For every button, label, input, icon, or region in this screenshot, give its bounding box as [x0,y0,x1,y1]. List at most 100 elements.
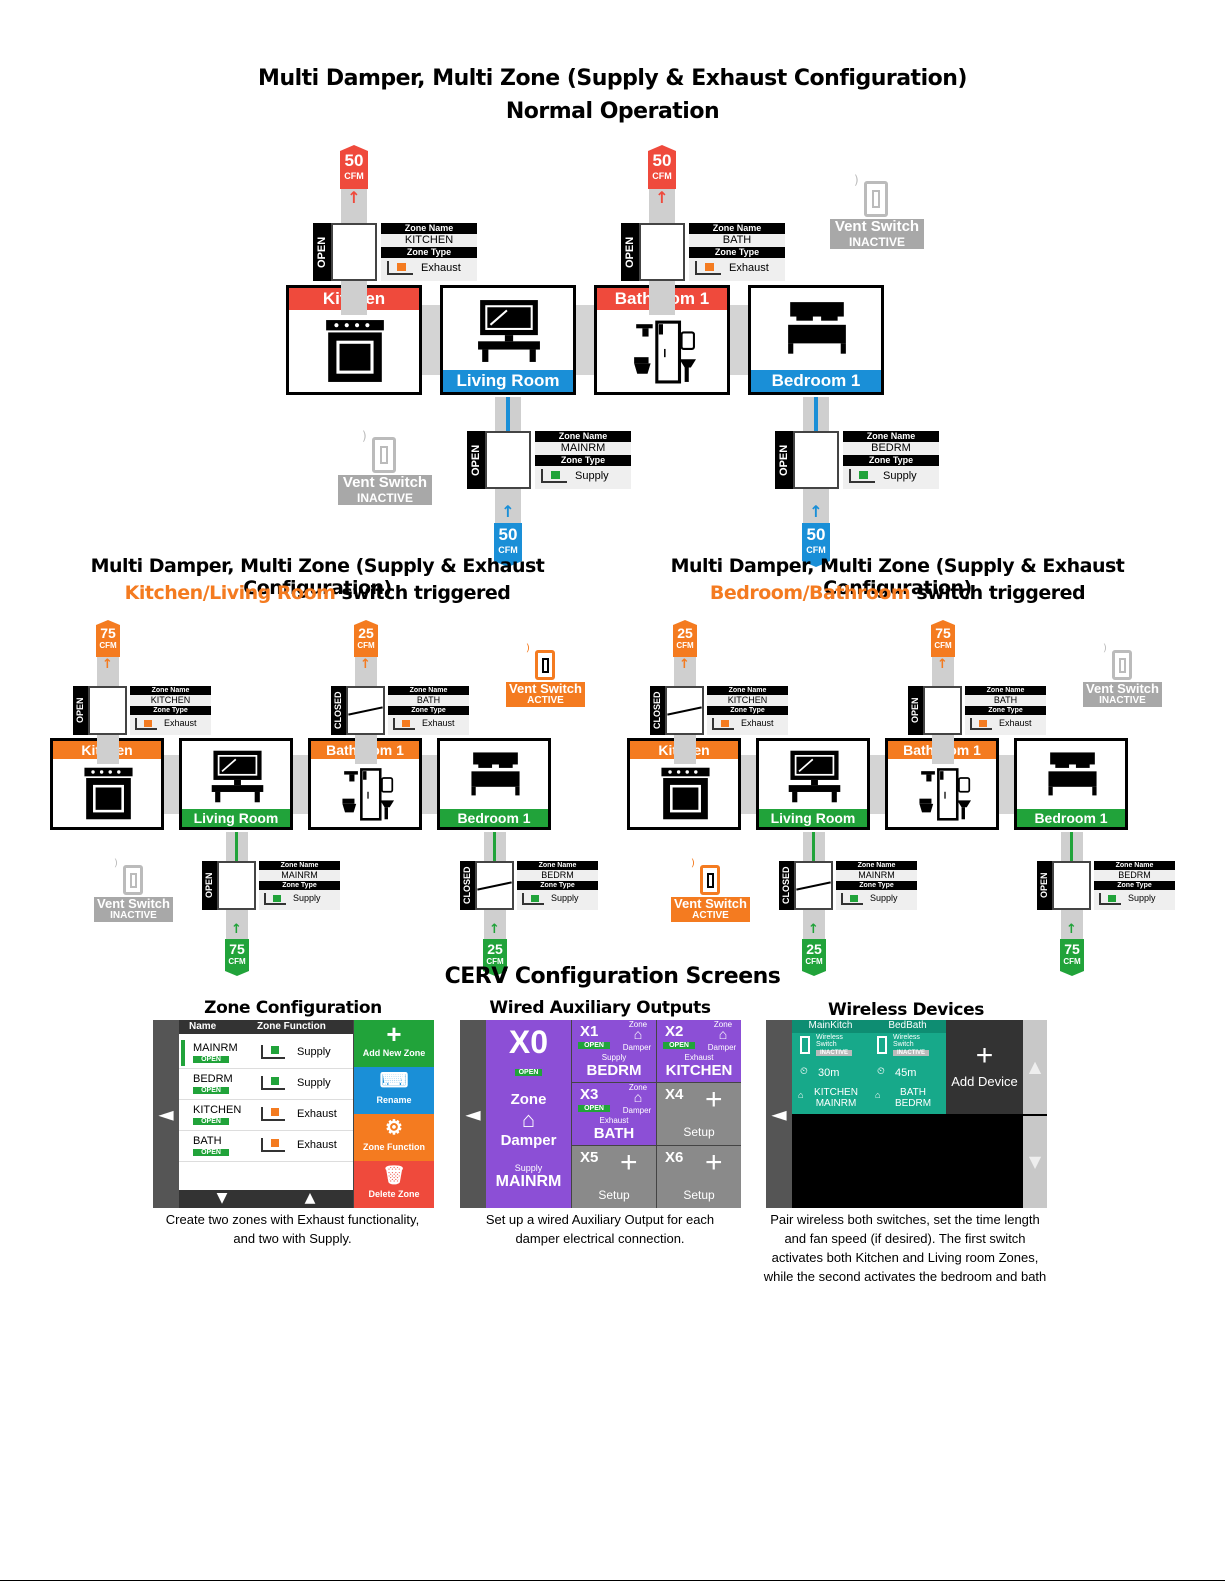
scroll-up-icon[interactable]: ▲ [1023,1020,1047,1114]
zone-function-button[interactable]: ⚙Zone Function [354,1114,434,1161]
vent-switch-label: Vent Switch [97,896,170,911]
room-label: Living Room [443,370,573,392]
zone-row-name: BATH [193,1135,222,1147]
exhaust-icon [261,1107,285,1121]
zone-name-header: Zone Name [130,686,211,695]
wireless-signal-icon: ) [691,858,695,869]
supply-icon [261,1076,285,1090]
exhaust-icon [261,1138,285,1152]
aux-x6-tile[interactable]: X6+Setup [657,1146,741,1208]
aux-id: X4 [665,1086,684,1103]
aux-id: X6 [665,1149,684,1166]
damper-state-label: OPEN [202,861,217,910]
exhaust-icon [970,718,992,730]
house-icon: ⌂ [875,1090,881,1100]
trash-icon: 🗑 [382,1165,406,1185]
room-living-room: Living Room [756,738,870,830]
scroll-down-icon[interactable]: ▼ [1023,1116,1047,1208]
aux-name: BEDRM [586,1062,642,1079]
supply-icon [841,893,863,905]
bathroom-icon [916,766,971,821]
duct-segment [226,910,248,939]
zone-row-state: OPEN [193,1149,229,1156]
duct-segment [649,189,675,223]
duct-segment [674,657,696,686]
cfm-unit: CFM [357,641,375,650]
zone-name-header: Zone Name [517,861,598,870]
wireless-signal-icon: ) [362,429,367,443]
room-living-room: Living Room [179,738,293,830]
device-switch-line1: Wireless [893,1034,920,1041]
zone-type-row: Exhaust [388,715,469,733]
cfm-unit: CFM [486,957,504,966]
device-switch-line2: Switch [893,1041,914,1048]
zone-type-header: Zone Type [517,881,598,890]
airflow-arrow-icon: ↑ [655,188,669,207]
device-state: INACTIVE [816,1050,852,1056]
bathroom-icon [630,318,696,384]
aux-x5-tile[interactable]: X5+Setup [572,1146,656,1208]
damper-state-label: CLOSED [460,861,475,910]
supply-icon [261,1045,285,1059]
bathroom-icon [339,766,394,821]
rename-button[interactable]: ⌨Rename [354,1067,434,1114]
cfm-unit: CFM [1063,957,1081,966]
exhaust-icon [695,261,721,275]
add-device-button[interactable]: + Add Device [946,1020,1023,1114]
plus-icon: + [975,1039,994,1072]
zone-type-row: Supply [1094,890,1175,908]
duct-segment [341,281,367,315]
delete-zone-button[interactable]: 🗑Delete Zone [354,1161,434,1208]
aux-setup-label: Setup [683,1188,715,1202]
damper-box [665,686,704,735]
zone-type-row: Exhaust [381,258,477,280]
aux-type: Exhaust [599,1116,629,1125]
keyboard-icon: ⌨ [379,1070,409,1092]
add-new-zone-button[interactable]: +Add New Zone [354,1020,434,1067]
aux-x4-tile[interactable]: X4+Setup [657,1083,741,1145]
back-arrow-icon[interactable]: ◄ [460,1020,486,1208]
zone-name-header: Zone Name [836,861,917,870]
scroll-up-icon[interactable]: ▲ [304,1190,316,1206]
damper-state-label: CLOSED [331,686,346,735]
cfm-unit: CFM [652,171,672,181]
duct-segment [495,489,521,523]
zone-type-header: Zone Type [259,881,340,890]
light-switch-icon [877,1036,887,1054]
damper-box [1052,861,1091,910]
zone-row-name: BEDRM [193,1073,233,1085]
back-arrow-icon[interactable]: ◄ [153,1020,179,1208]
duct-segment [484,910,506,939]
duct-segment [355,657,377,686]
house-icon: ⌂ [798,1090,804,1100]
vent-switch-state: INACTIVE [110,910,157,921]
zone-type-row: Supply [535,466,631,488]
aux-x0-tile[interactable]: X0 OPEN Zone ⌂ Damper Supply MAINRM [486,1020,571,1208]
aux-id: X2 [665,1023,684,1040]
back-arrow-icon[interactable]: ◄ [766,1020,792,1208]
duct-segment [932,657,954,686]
zone-name-header: Zone Name [689,223,785,234]
zone-type-header: Zone Type [836,881,917,890]
zone-name-header: Zone Name [259,861,340,870]
damper-state-label: OPEN [313,223,331,281]
scroll-down-icon[interactable]: ▼ [216,1190,228,1206]
zone-type-row: Supply [259,890,340,908]
